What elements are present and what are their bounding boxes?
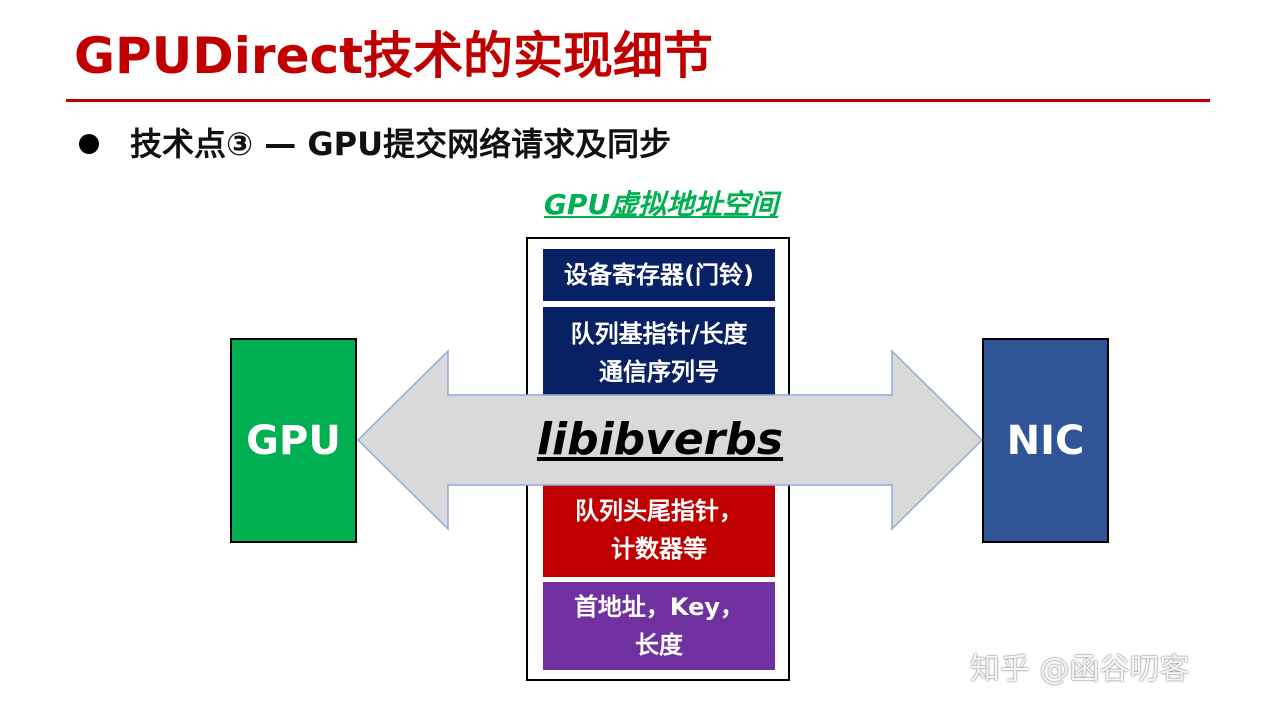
block-device-registers: 设备寄存器(门铃) bbox=[543, 249, 775, 301]
block-queue-pointers: 队列头尾指针， 计数器等 bbox=[543, 482, 775, 577]
block-queue-base: 队列基指针/长度 通信序列号 bbox=[543, 307, 775, 399]
gpu-label: GPU bbox=[246, 417, 341, 464]
gpu-box: GPU bbox=[230, 338, 357, 543]
slide-title: GPUDirect技术的实现细节 bbox=[74, 27, 714, 85]
block-address-key: 首地址，Key， 长度 bbox=[543, 582, 775, 670]
nic-box: NIC bbox=[982, 338, 1109, 543]
bullet-text: 技术点③ — GPU提交网络请求及同步 bbox=[130, 125, 672, 163]
bullet-dot-icon bbox=[79, 134, 99, 154]
watermark: 知乎 @函谷叨客 bbox=[970, 652, 1190, 687]
arrow-label: libibverbs bbox=[536, 414, 784, 465]
title-divider bbox=[66, 99, 1210, 102]
address-space-caption: GPU虚拟地址空间 bbox=[543, 188, 779, 221]
nic-label: NIC bbox=[1006, 417, 1085, 464]
